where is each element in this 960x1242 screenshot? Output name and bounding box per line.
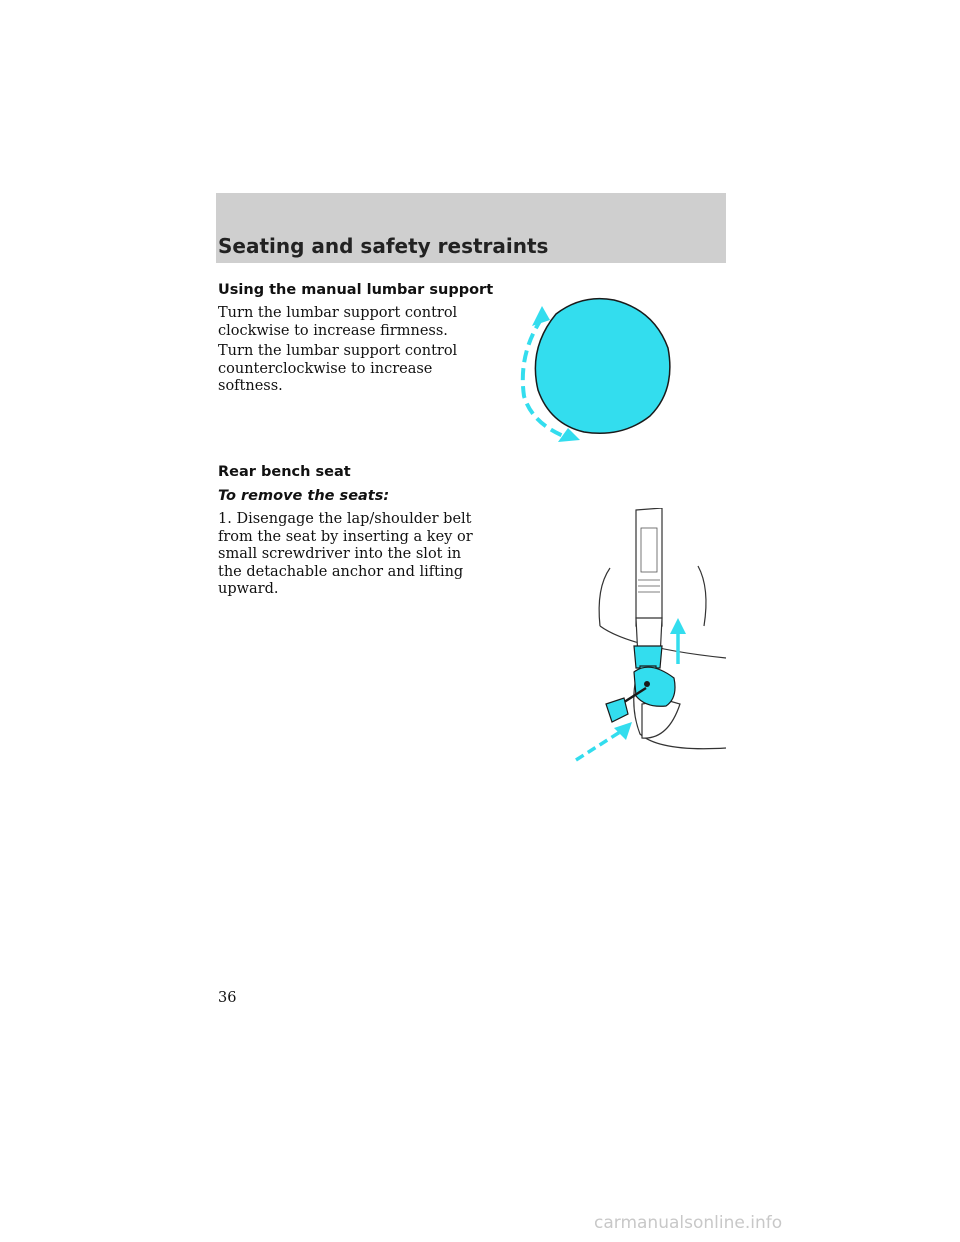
watermark: carmanualsonline.info [594,1213,783,1233]
detachable-anchor [633,666,676,707]
rotation-arrow-line [520,316,569,440]
rear-bench-heading: Rear bench seat [218,464,351,480]
remove-seats-subheading: To remove the seats: [218,488,390,504]
lift-arrow-head [670,618,686,634]
belt-webbing [635,508,663,627]
belt-label [640,527,658,573]
step-1-text: 1. Disengage the lap/shoulder belt from … [218,511,473,597]
lumbar-knob-illustration [520,297,671,442]
insert-arrow-line [575,730,621,762]
seat-belt-illustration [575,508,727,762]
knob-body [534,297,671,435]
insert-arrow-head [614,722,632,740]
lumbar-paragraph-1: Turn the lumbar support control clockwis… [218,305,458,339]
rotation-arrow-head-top [532,306,550,326]
key-head [605,697,629,723]
lumbar-paragraph-2: Turn the lumbar support control counterc… [218,343,458,394]
lumbar-heading: Using the manual lumbar support [218,282,494,298]
page-title: Seating and safety restraints [218,234,549,258]
header-band [216,193,726,263]
belt-tongue [633,645,663,669]
page-number: 36 [218,990,237,1006]
rotation-arrow-head-bottom [558,428,580,442]
